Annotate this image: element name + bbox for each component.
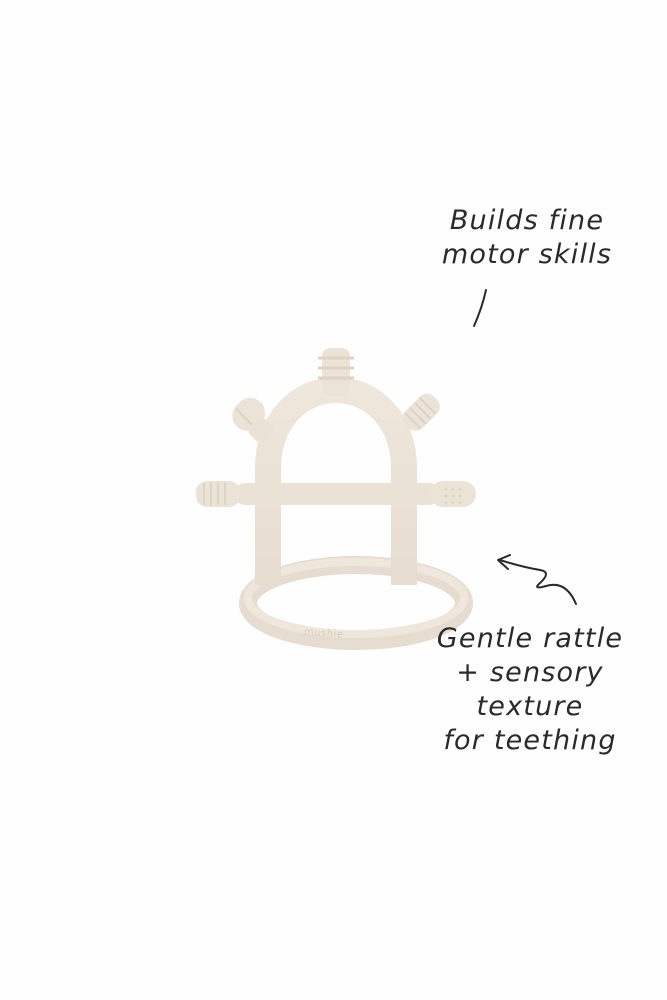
annotation-line: + sensory [456,657,604,688]
annotation-line: texture [476,691,584,722]
upper-right-nub [402,393,440,431]
left-nub [196,481,240,507]
annotation-line: for teething [443,725,617,756]
right-nub [430,481,476,507]
annotation-rattle-texture: Gentle rattle + sensory texture for teet… [420,622,640,758]
brand-mark: mushie [304,627,344,641]
top-nub [318,348,354,396]
crossbar [234,483,440,505]
teether-toy: mushie [196,348,476,650]
annotation-line: motor skills [441,239,613,270]
pointer-line-top [473,289,487,327]
annotation-line: Gentle rattle [436,623,624,654]
annotation-line: Builds fine [449,205,605,236]
curved-arrow-icon [497,554,577,605]
annotation-motor-skills: Builds fine motor skills [437,204,617,272]
